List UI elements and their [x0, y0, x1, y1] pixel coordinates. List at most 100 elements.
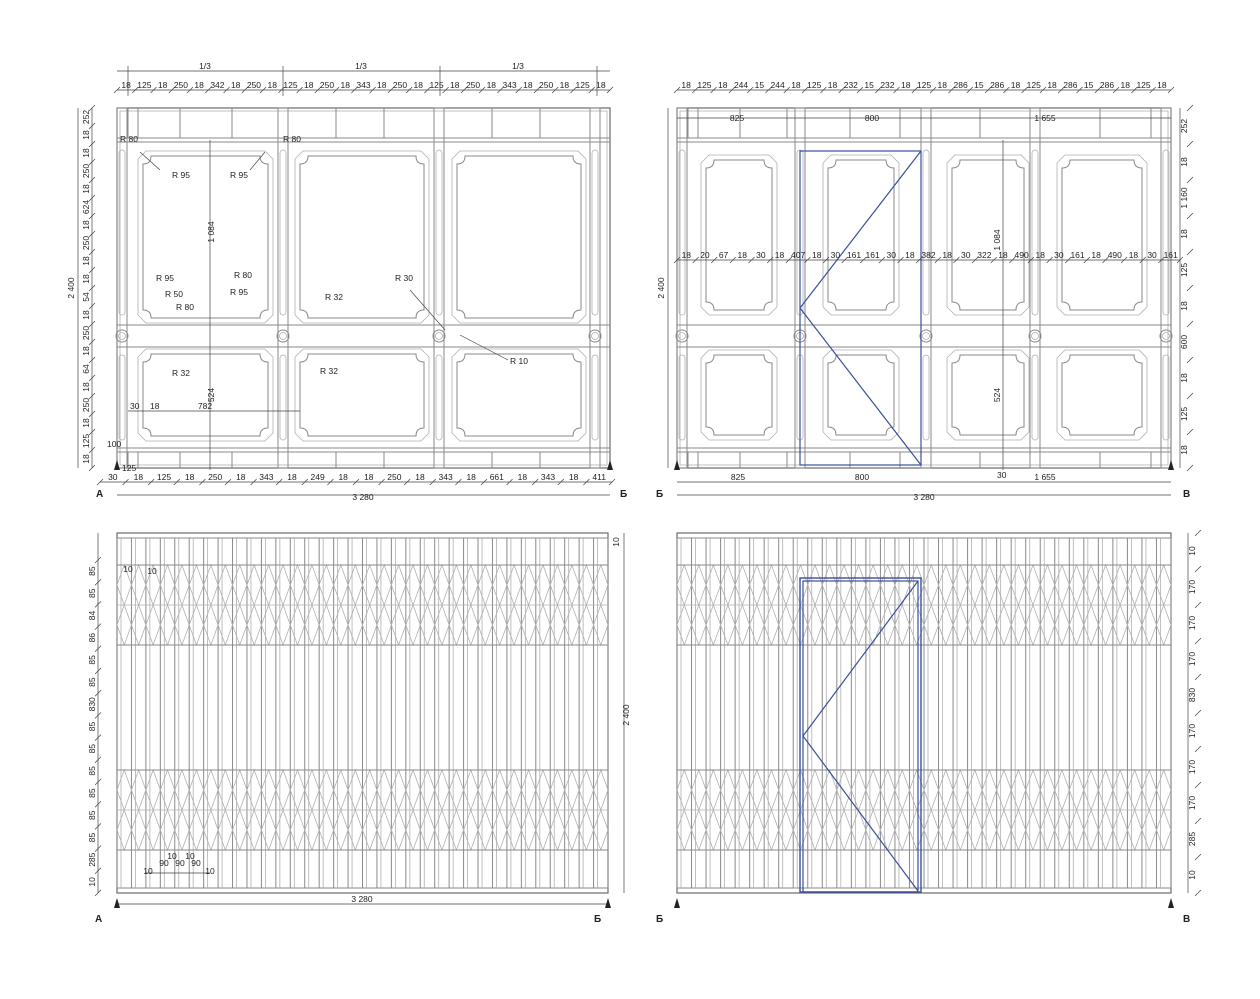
br-lattice-diamond — [923, 603, 939, 647]
tr-inner-524: 524 — [992, 388, 1002, 402]
tl-leftdims-17: 18 — [81, 418, 91, 428]
br-vertical-bars — [676, 538, 1172, 888]
br-lattice-diamond — [981, 808, 998, 852]
br-lattice-diamond — [1097, 808, 1114, 852]
tl-leftdims-1: 18 — [81, 130, 91, 140]
br-lattice-diamond — [691, 563, 707, 607]
tl-leftdims-18: 125 — [81, 434, 91, 448]
tl-topdims-17: 125 — [429, 80, 443, 90]
br-lattice-diamond — [1025, 563, 1041, 607]
bl-lattice-diamond — [362, 768, 378, 812]
bl-lattice-diamond — [376, 603, 392, 647]
tr-panel — [827, 354, 895, 436]
tr-middims-5: 18 — [775, 250, 785, 260]
tr-topdims-13: 125 — [917, 80, 931, 90]
tl-topdims-2: 18 — [158, 80, 168, 90]
tr-middims-7: 18 — [812, 250, 822, 260]
bl-lattice-diamond — [333, 563, 349, 607]
bl-lattice-diamond — [434, 768, 450, 812]
bl-lattice-diamond — [376, 768, 392, 812]
br-rightdims-0: 10 — [1187, 546, 1197, 556]
tl-topdims-12: 18 — [341, 80, 351, 90]
br-lattice-diamond — [1039, 808, 1056, 852]
tr-topdims-25: 125 — [1136, 80, 1150, 90]
br-lattice-diamond — [1083, 563, 1099, 607]
tl-radius-13: R 10 — [510, 356, 528, 366]
bl-lattice-diamond — [578, 603, 594, 647]
tl-radius-10: R 32 — [172, 368, 190, 378]
br-lattice-diamond — [1054, 808, 1070, 852]
bl-detail-7: 10 — [123, 564, 133, 574]
br-lattice-diamond — [778, 768, 794, 812]
br-lattice-diamond — [850, 808, 867, 852]
bl-detail-4: 90 — [191, 858, 201, 868]
bl-lattice-diamond — [217, 768, 233, 812]
tl-topdims-3: 250 — [174, 80, 188, 90]
br-lattice-diamond — [894, 603, 910, 647]
tr-top-1655: 1 655 — [1034, 113, 1056, 123]
tl-topdims-25: 125 — [576, 80, 590, 90]
tr-topdims-5: 244 — [771, 80, 785, 90]
tr-middims-8: 30 — [831, 250, 841, 260]
br-lattice-diamond — [894, 563, 910, 607]
bl-lattice-diamond — [260, 768, 277, 812]
tl-topdims-21: 343 — [502, 80, 516, 90]
br-lattice-diamond — [909, 808, 925, 852]
br-lattice-diamond — [778, 563, 794, 607]
tr-door-swing — [799, 150, 922, 466]
br-lattice-diamond — [691, 768, 707, 812]
br-lattice-diamond — [1083, 808, 1099, 852]
br-lattice-diamond — [821, 603, 838, 647]
tl-leftdims-9: 18 — [81, 274, 91, 284]
bl-lattice-diamond — [203, 563, 219, 607]
tl-topdims-13: 343 — [356, 80, 370, 90]
bl-lattice-diamond — [564, 808, 580, 852]
tl-botdims-14: 18 — [466, 472, 476, 482]
tr-rightdims-3: 18 — [1179, 229, 1189, 239]
bl-lattice-diamond — [159, 808, 176, 852]
tr-overall-width: 3 280 — [913, 492, 935, 502]
br-lattice-diamond — [807, 563, 823, 607]
bl-lattice-diamond — [131, 768, 147, 812]
br-lattice-diamond — [705, 768, 722, 812]
bl-lattice-diamond — [578, 808, 594, 852]
tl-inner-100: 100 — [107, 439, 121, 449]
bl-lattice-diamond — [477, 768, 493, 812]
bl-lattice-diamond — [145, 768, 161, 812]
tr-bot-825: 825 — [731, 472, 745, 482]
tl-inner-782: 782 — [198, 401, 212, 411]
br-lattice-diamond — [996, 768, 1012, 812]
bl-lattice-diamond — [535, 563, 551, 607]
tr-axis-right: В — [1183, 489, 1190, 500]
br-lattice-diamond — [923, 563, 939, 607]
tl-leftdims-13: 18 — [81, 346, 91, 356]
br-lattice-diamond — [1156, 768, 1172, 812]
tr-middims-0: 18 — [682, 250, 692, 260]
bl-lattice-diamond — [275, 808, 291, 852]
tl-botdims-11: 250 — [387, 472, 401, 482]
tr-stiles — [676, 107, 1172, 469]
bl-lattice-diamond — [506, 768, 522, 812]
tr-inner-1084: 1 084 — [992, 229, 1002, 251]
bl-detail-5: 10 — [143, 866, 153, 876]
tr-rosette — [919, 329, 933, 343]
br-lattice-diamond — [1010, 808, 1027, 852]
tr-middims-1: 20 — [700, 250, 710, 260]
bl-right-10: 10 — [611, 537, 621, 547]
bl-lattice-diamond — [390, 603, 407, 647]
tl-radius-11: R 32 — [325, 292, 343, 302]
tr-panel — [705, 354, 773, 436]
br-lattice-diamond — [749, 768, 765, 812]
tl-leftdims-19: 18 — [81, 454, 91, 464]
br-lattice-diamond — [734, 808, 751, 852]
br-lattice-diamond — [1112, 768, 1128, 812]
br-lattice-diamond — [807, 768, 823, 812]
tr-middims-25: 30 — [1147, 250, 1157, 260]
tl-topdims-14: 18 — [377, 80, 387, 90]
tl-botdims-7: 18 — [287, 472, 297, 482]
br-lattice-diamond — [1112, 808, 1128, 852]
br-rightdims-5: 170 — [1187, 724, 1197, 738]
